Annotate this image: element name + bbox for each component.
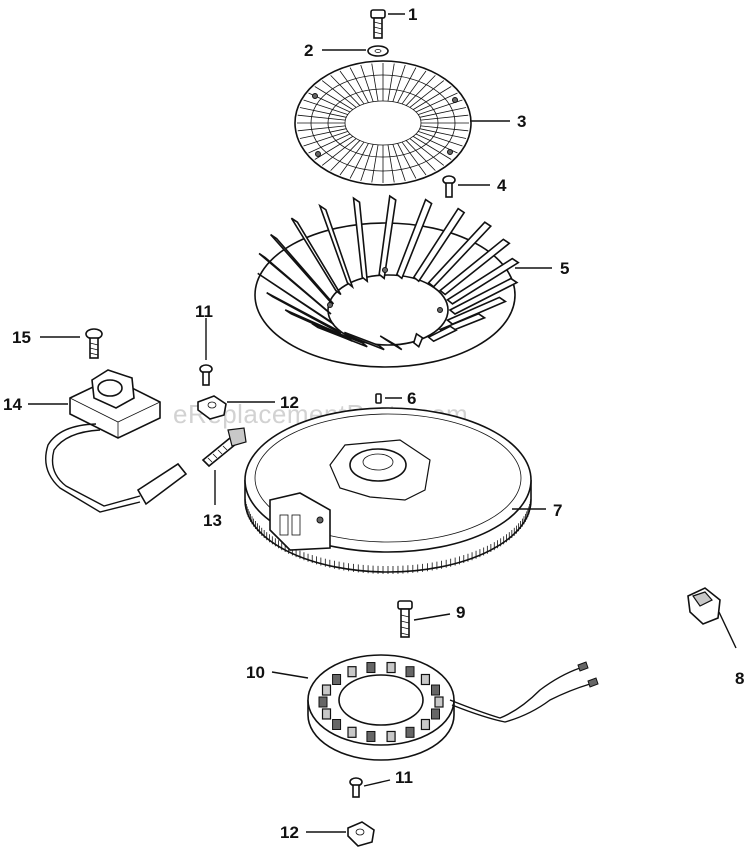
label-5: 5: [560, 259, 569, 278]
label-7: 7: [553, 501, 562, 520]
ignition-module-14[interactable]: 14: [3, 369, 188, 513]
label-10: 10: [246, 663, 265, 682]
stator-10[interactable]: 10: [246, 654, 599, 761]
label-12-top: 12: [280, 393, 299, 412]
label-9: 9: [456, 603, 465, 622]
label-6: 6: [407, 389, 416, 408]
screen-3[interactable]: 3: [294, 60, 526, 186]
label-11-top: 11: [195, 302, 213, 321]
label-14: 14: [3, 395, 22, 414]
connector-8[interactable]: 8: [687, 587, 744, 688]
flywheel-7[interactable]: 7: [244, 407, 562, 574]
fan-5[interactable]: 5: [254, 194, 569, 368]
label-15: 15: [12, 328, 31, 347]
clip-12-bottom[interactable]: 12: [280, 821, 375, 847]
screw-4[interactable]: 4: [442, 175, 507, 198]
label-12-bottom: 12: [280, 823, 299, 842]
key-6[interactable]: 6: [375, 389, 416, 408]
label-2: 2: [304, 41, 313, 60]
bolt-1[interactable]: 1: [370, 5, 417, 39]
screw-15[interactable]: 15: [12, 328, 103, 359]
label-4: 4: [497, 176, 507, 195]
spark-plug-13[interactable]: 13: [201, 427, 247, 530]
screw-11-top[interactable]: 11: [195, 302, 213, 386]
label-8: 8: [735, 669, 744, 688]
label-3: 3: [517, 112, 526, 131]
clip-12-top[interactable]: 12: [197, 393, 299, 420]
bolt-9[interactable]: 9: [397, 600, 465, 638]
label-13: 13: [203, 511, 222, 530]
label-1: 1: [408, 5, 417, 24]
washer-2[interactable]: 2: [304, 41, 389, 60]
label-11-bottom: 11: [395, 768, 413, 787]
screw-11-bottom[interactable]: 11: [349, 768, 413, 798]
